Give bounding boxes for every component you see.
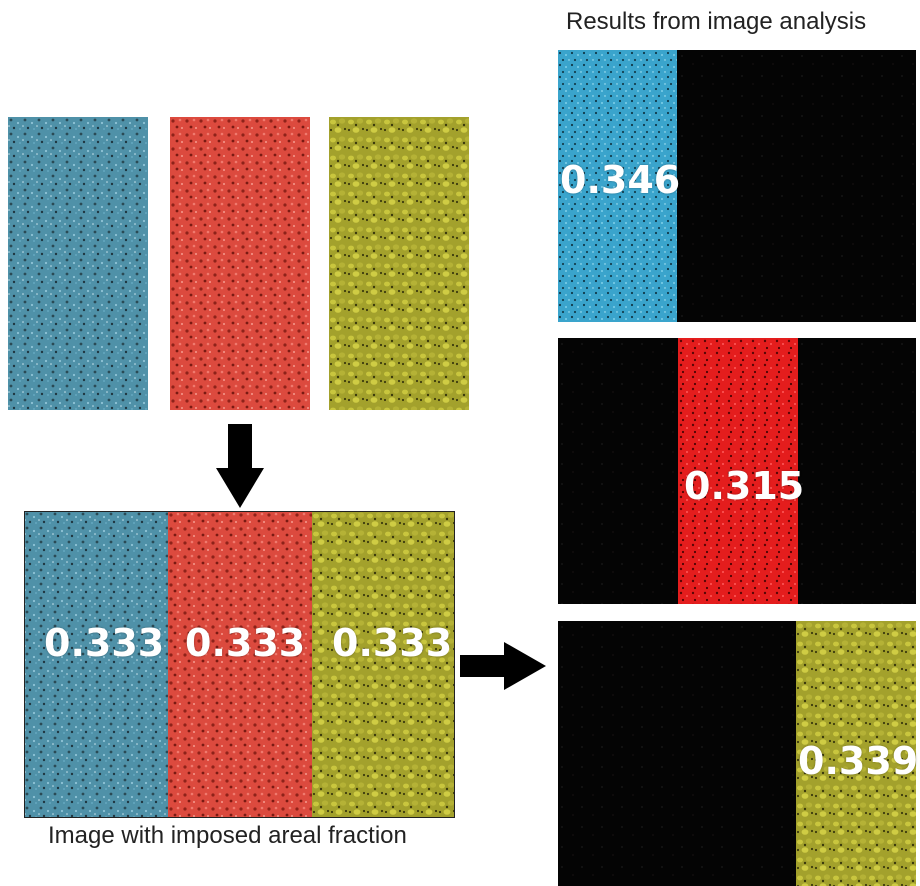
red-sample-image [170, 117, 310, 410]
result-fraction-blue: 0.346 [560, 158, 681, 202]
down-arrow-icon [216, 424, 264, 508]
right-arrow-icon [460, 642, 546, 690]
composite-caption: Image with imposed areal fraction [48, 822, 407, 849]
blue-sample-image [8, 117, 148, 410]
result-red-strip [678, 338, 798, 604]
composite-red-strip [168, 511, 312, 818]
result-fraction-yellow: 0.339 [798, 739, 919, 783]
composite-yellow-strip [312, 511, 455, 818]
imposed-fraction-blue: 0.333 [44, 621, 165, 665]
yellow-sample-image [329, 117, 469, 410]
results-title: Results from image analysis [566, 8, 867, 35]
result-blue-strip [558, 50, 677, 322]
composite-blue-strip [24, 511, 168, 818]
result-red-image: 0.315 [558, 338, 916, 604]
composite-image: 0.333 0.333 0.333 [24, 511, 455, 818]
result-blue-image: 0.346 [558, 50, 916, 322]
imposed-fraction-red: 0.333 [185, 621, 306, 665]
imposed-fraction-yellow: 0.333 [332, 621, 453, 665]
result-yellow-image: 0.339 [558, 621, 919, 886]
result-fraction-red: 0.315 [684, 464, 805, 508]
result-yellow-strip [796, 621, 916, 886]
